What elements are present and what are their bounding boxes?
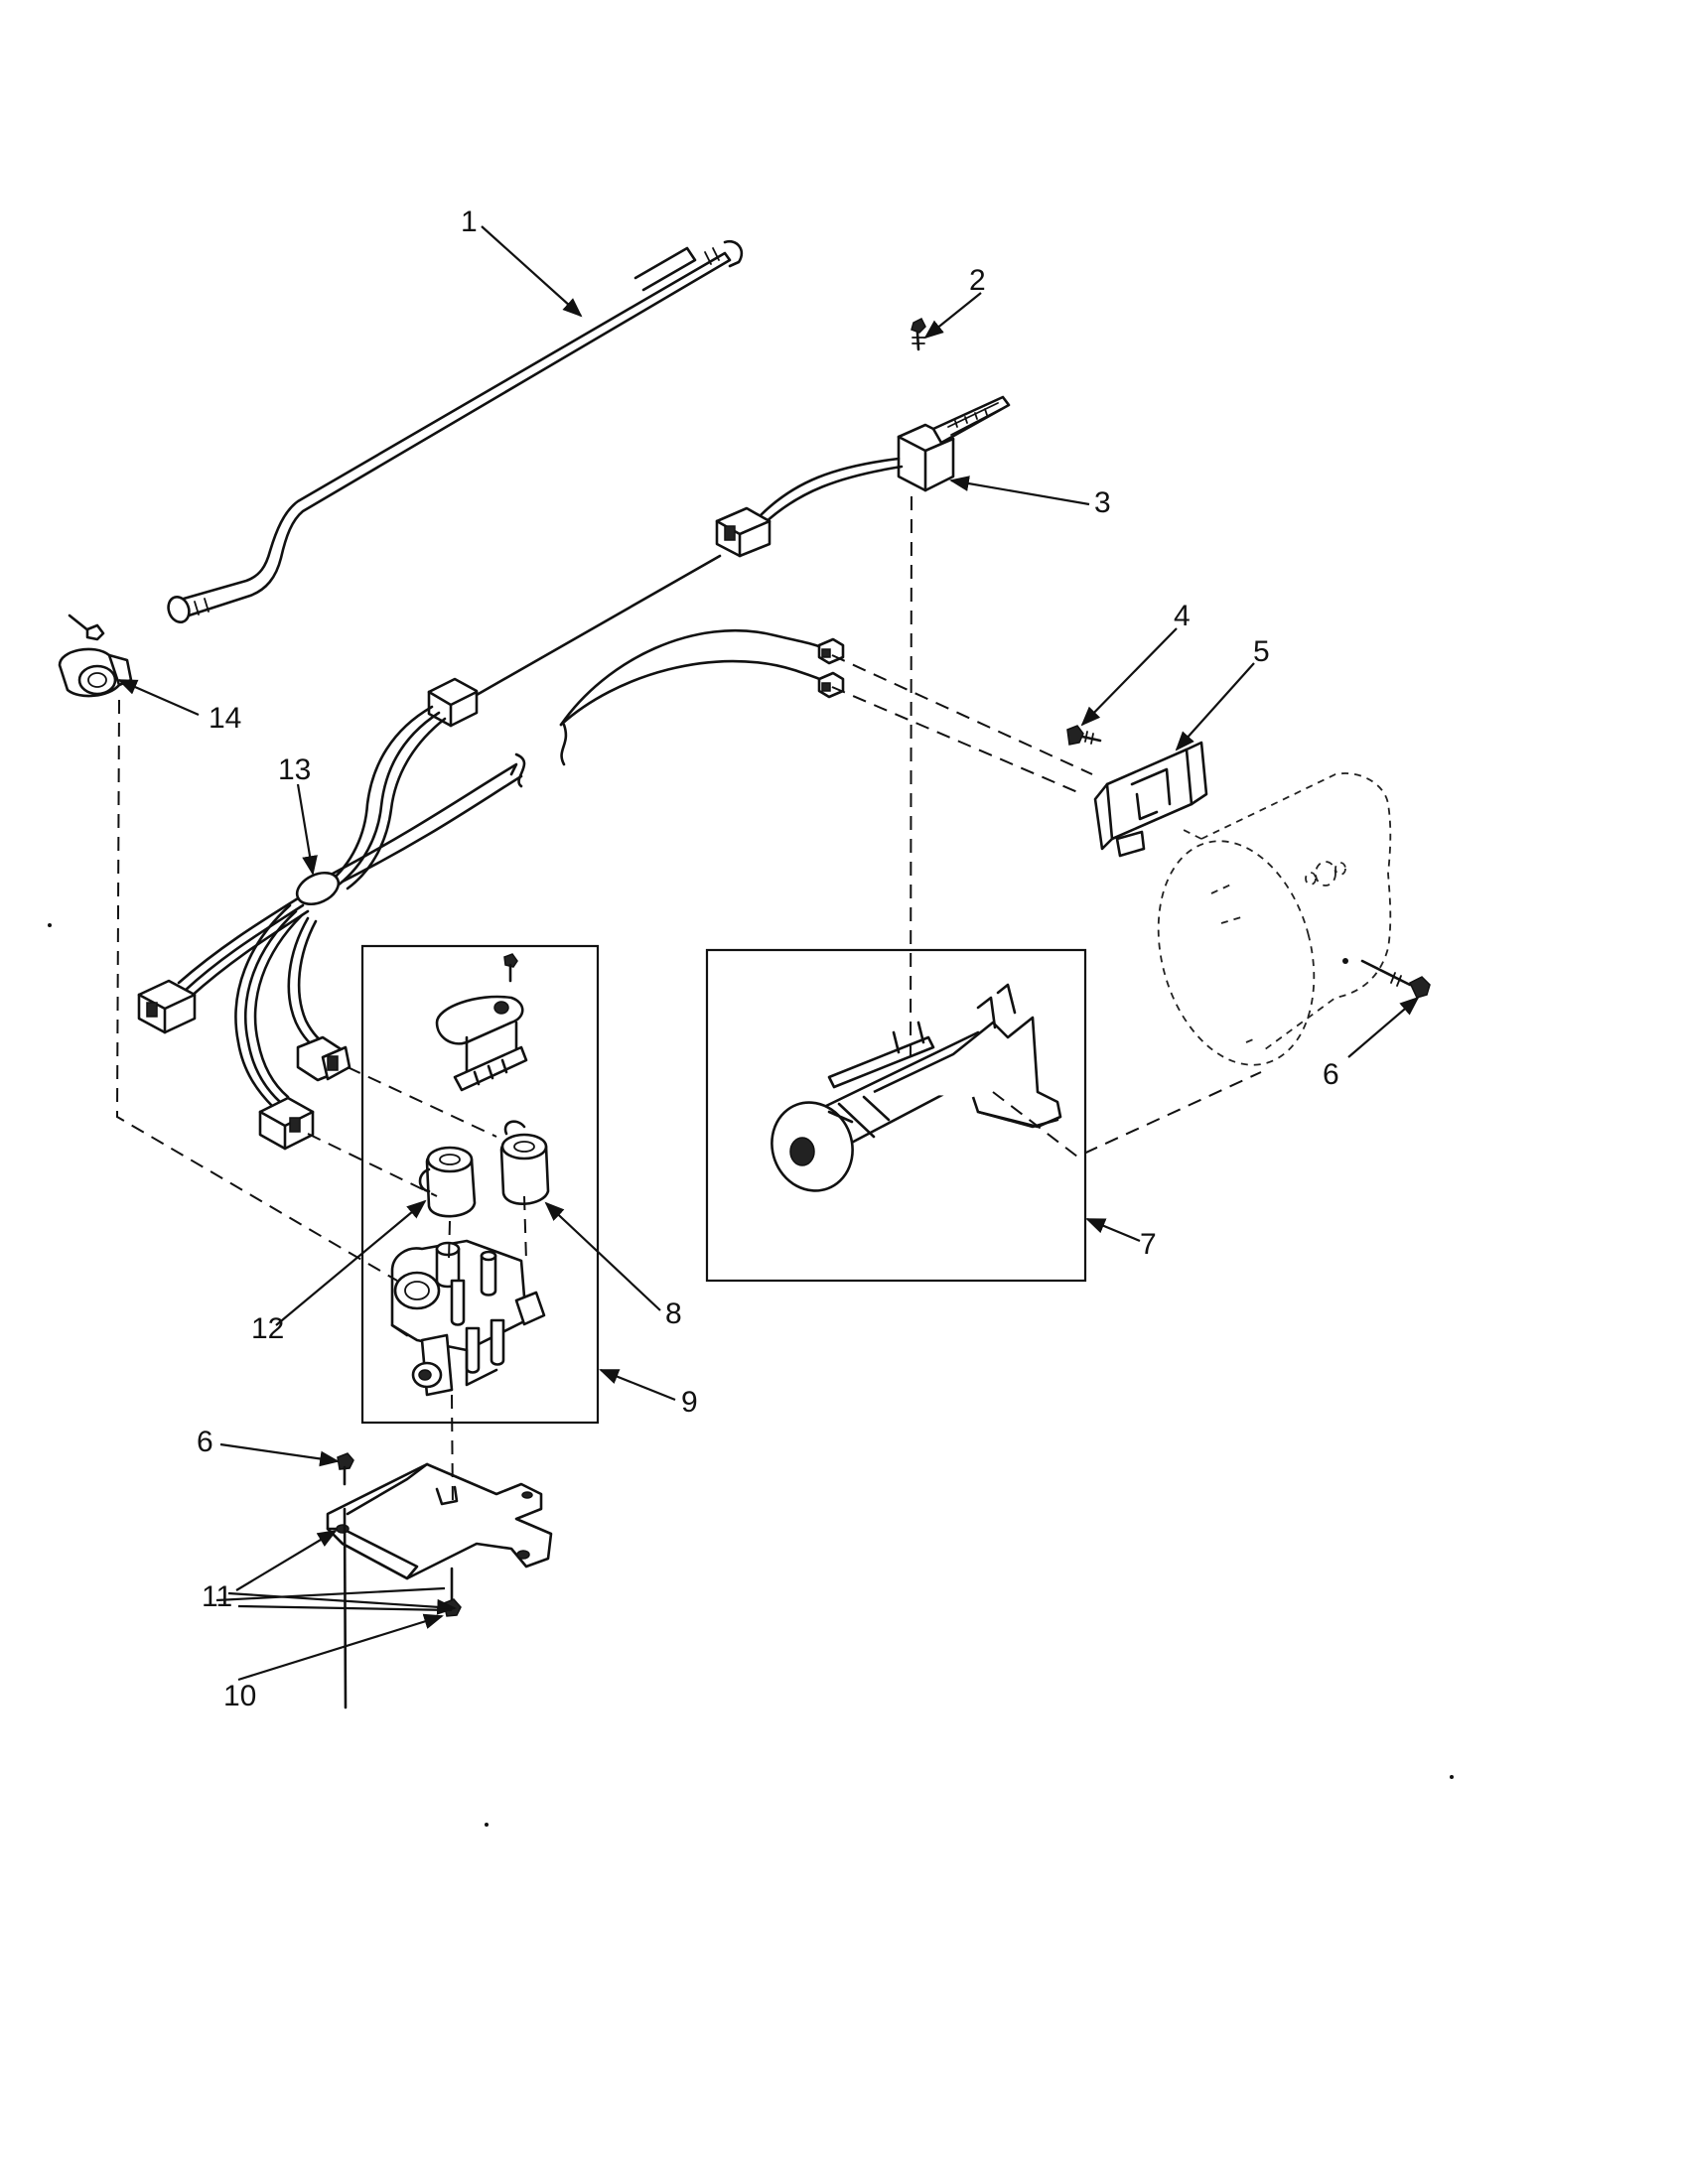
- part-1-gas-tube: [167, 239, 744, 623]
- callout-3: 3: [1094, 486, 1111, 519]
- part-5-bracket: [1093, 741, 1208, 858]
- callout-labels: 1 2 3 4 5 6 6 7 8 9 10 11 12 13 14: [197, 205, 1339, 1712]
- part-6-screw-right: [1360, 959, 1431, 999]
- part-13-wire-harness: [137, 554, 845, 1151]
- callout-10: 10: [223, 1680, 256, 1712]
- callout-8: 8: [665, 1297, 682, 1330]
- burner-housing: [1157, 772, 1392, 1066]
- callout-4: 4: [1174, 600, 1191, 632]
- callout-2: 2: [969, 264, 986, 297]
- part-4-screw: [1066, 725, 1102, 746]
- callout-5: 5: [1253, 635, 1270, 668]
- part-2-screw: [911, 317, 926, 351]
- speck: [48, 923, 52, 927]
- callout-9: 9: [681, 1386, 698, 1419]
- callout-13: 13: [278, 753, 311, 786]
- speck: [485, 1823, 489, 1827]
- callout-7: 7: [1140, 1228, 1157, 1261]
- callout-1: 1: [461, 205, 478, 238]
- part-14-valve: [58, 614, 133, 698]
- callout-14: 14: [209, 702, 241, 735]
- callout-6-right: 6: [1323, 1058, 1339, 1091]
- callout-6-left: 6: [197, 1426, 213, 1458]
- assembly-lines: [115, 495, 1262, 1510]
- part-3-igniter: [715, 395, 1011, 558]
- callout-12: 12: [251, 1312, 284, 1345]
- part-11-bracket: [326, 1462, 553, 1580]
- callout-11: 11: [202, 1580, 232, 1613]
- part-9-valve-assembly: [360, 944, 600, 1425]
- part-6-screw-left: [337, 1452, 354, 1709]
- speck: [1450, 1775, 1454, 1779]
- leader-lines: [117, 225, 1420, 1682]
- part-7-burner: [705, 948, 1087, 1283]
